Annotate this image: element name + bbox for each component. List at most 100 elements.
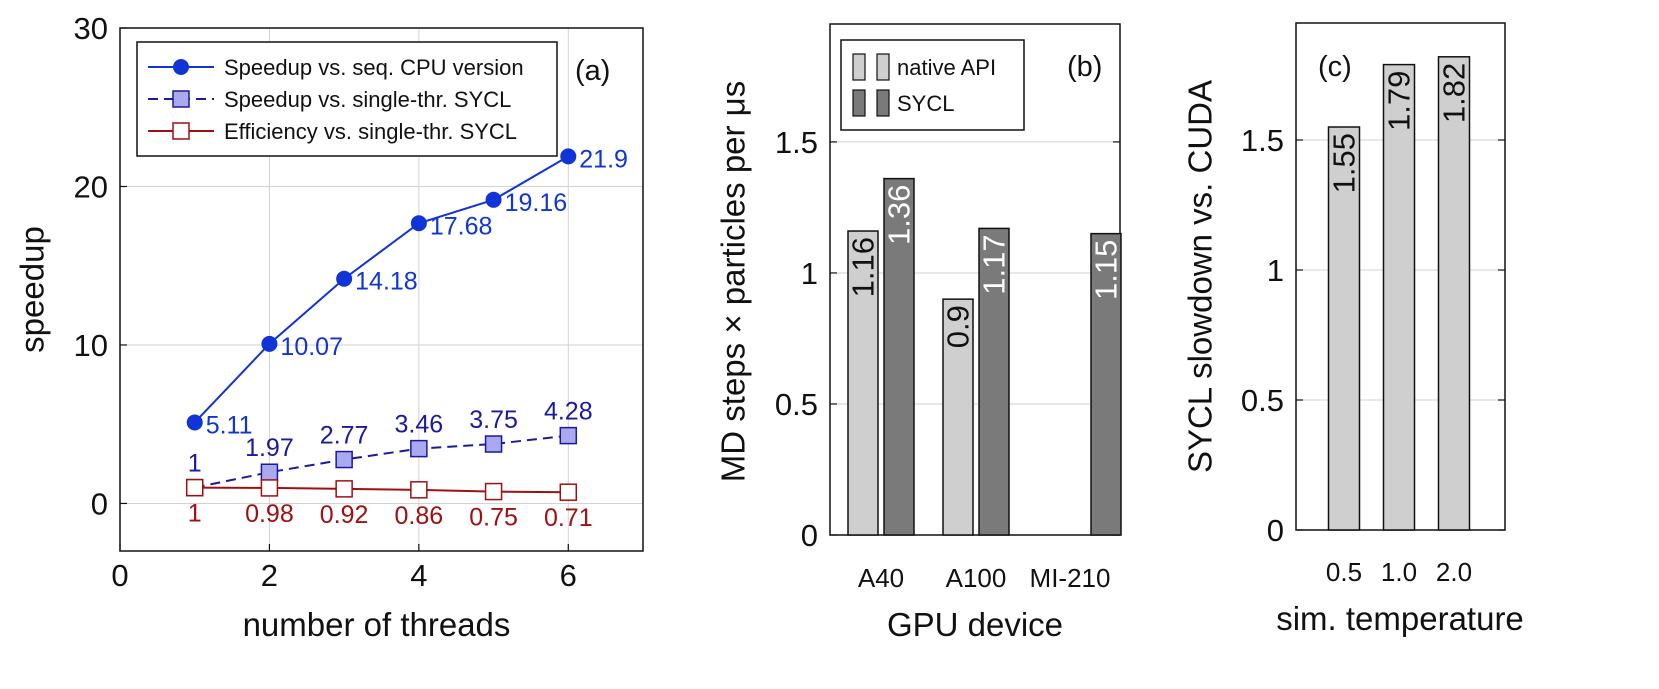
data-point [410, 215, 427, 232]
legend-label: native API [897, 55, 996, 80]
data-point [410, 481, 428, 499]
bar-value-label: 1.82 [1437, 63, 1472, 123]
data-point [559, 426, 578, 445]
bar [1090, 232, 1122, 536]
data-label: 5.11 [206, 411, 253, 439]
legend-swatch [852, 89, 866, 117]
bar-value-label: 1.79 [1382, 71, 1417, 131]
y-tick-label: 20 [74, 169, 108, 204]
y-tick-label: 1.5 [1241, 123, 1284, 158]
plot-frame [119, 27, 644, 552]
series-line-0 [193, 155, 569, 424]
x-category-label: 2.0 [1436, 557, 1472, 587]
data-point [560, 148, 577, 165]
x-axis-title: GPU device [887, 606, 1063, 643]
data-point [336, 270, 353, 287]
data-label: 0.71 [544, 504, 593, 532]
data-label: 0.86 [395, 502, 444, 530]
legend-label: Efficiency vs. single-thr. SYCL [224, 119, 517, 144]
data-label: 0.98 [245, 500, 294, 528]
data-point [485, 191, 502, 208]
data-point [185, 478, 204, 497]
legend-swatch [876, 89, 890, 117]
x-tick-label: 2 [261, 558, 278, 593]
data-label: 3.46 [395, 411, 444, 439]
panel-label-b: (b) [1067, 51, 1102, 83]
legend-box [840, 39, 1025, 131]
bar-value-label: 1.17 [977, 234, 1012, 294]
data-point [559, 483, 578, 501]
data-point [335, 480, 353, 498]
y-tick-label: 1.5 [775, 125, 818, 160]
y-tick-label: 0 [91, 486, 108, 521]
data-label: 14.18 [355, 268, 418, 296]
data-label: 19.16 [505, 189, 568, 217]
data-point [335, 450, 353, 469]
panel-label-a: (a) [575, 55, 610, 87]
legend-label: Speedup vs. single-thr. SYCL [224, 87, 511, 112]
data-label: 4.28 [544, 398, 593, 426]
series-line-2 [194, 486, 569, 494]
legend-marker [172, 90, 190, 108]
panel-c-bar-chart: 0 0.5 1 1.5 1.55 1.79 1.82 0.5 1.0 2.0 sim. temper… [1182, 22, 1524, 637]
data-point [410, 439, 428, 458]
y-tick-label: 0 [1267, 513, 1284, 548]
bar-value-label: 1.55 [1327, 133, 1362, 193]
x-tick-label: 0 [111, 558, 128, 593]
bar-value-label: 1.36 [882, 185, 917, 245]
y-tick-label: 0 [801, 518, 818, 553]
x-axis-title: sim. temperature [1276, 600, 1524, 637]
data-point [261, 335, 278, 352]
data-label: 1 [188, 450, 202, 478]
x-category-label: 1.0 [1381, 557, 1417, 587]
bar [847, 230, 879, 536]
data-point [484, 482, 503, 501]
bar-value-label: 1.16 [846, 237, 881, 297]
legend-marker [173, 59, 189, 75]
x-category-label: 0.5 [1326, 557, 1362, 587]
bar [883, 177, 915, 536]
data-label: 3.75 [469, 406, 518, 434]
data-point [260, 463, 279, 481]
data-label: 1 [188, 500, 202, 528]
x-axis-title: number of threads [243, 606, 511, 643]
data-point [186, 414, 203, 431]
panel-label-c: (c) [1318, 51, 1352, 83]
legend-label: Speedup vs. seq. CPU version [224, 55, 524, 80]
data-label: 0.92 [320, 501, 369, 529]
data-label: 10.07 [280, 333, 343, 361]
data-label: 21.9 [579, 145, 628, 173]
bar [1437, 56, 1471, 531]
bar [1382, 63, 1416, 531]
y-tick-label: 1 [801, 256, 818, 291]
legend-label: SYCL [897, 91, 954, 116]
y-tick-label: 0.5 [1241, 383, 1284, 418]
data-label: 17.68 [430, 212, 493, 240]
x-tick-label: 4 [410, 558, 427, 593]
legend-marker [172, 122, 190, 140]
data-label: 2.77 [320, 422, 369, 450]
y-axis-title: MD steps × particles per μs [715, 81, 752, 482]
x-category-label: MI-210 [1030, 563, 1111, 593]
legend-swatch [852, 53, 866, 81]
y-tick-label: 0.5 [775, 387, 818, 422]
data-label: 1.97 [245, 434, 294, 462]
bar-value-label: 1.15 [1089, 240, 1124, 300]
x-category-label: A40 [858, 563, 904, 593]
y-axis-title: SYCL slowdown vs. CUDA [1182, 80, 1219, 473]
legend-swatch [876, 53, 890, 81]
x-tick-label: 6 [560, 558, 577, 593]
y-tick-label: 1 [1267, 253, 1284, 288]
legend-box [136, 41, 558, 157]
bar [978, 227, 1010, 536]
y-tick-label: 10 [74, 328, 108, 363]
x-category-label: A100 [946, 563, 1007, 593]
data-point [260, 479, 279, 497]
y-tick-label: 30 [74, 11, 108, 46]
y-axis-title: speedup [14, 226, 51, 353]
bar-value-label: 0.9 [941, 305, 976, 348]
data-point [484, 435, 503, 453]
